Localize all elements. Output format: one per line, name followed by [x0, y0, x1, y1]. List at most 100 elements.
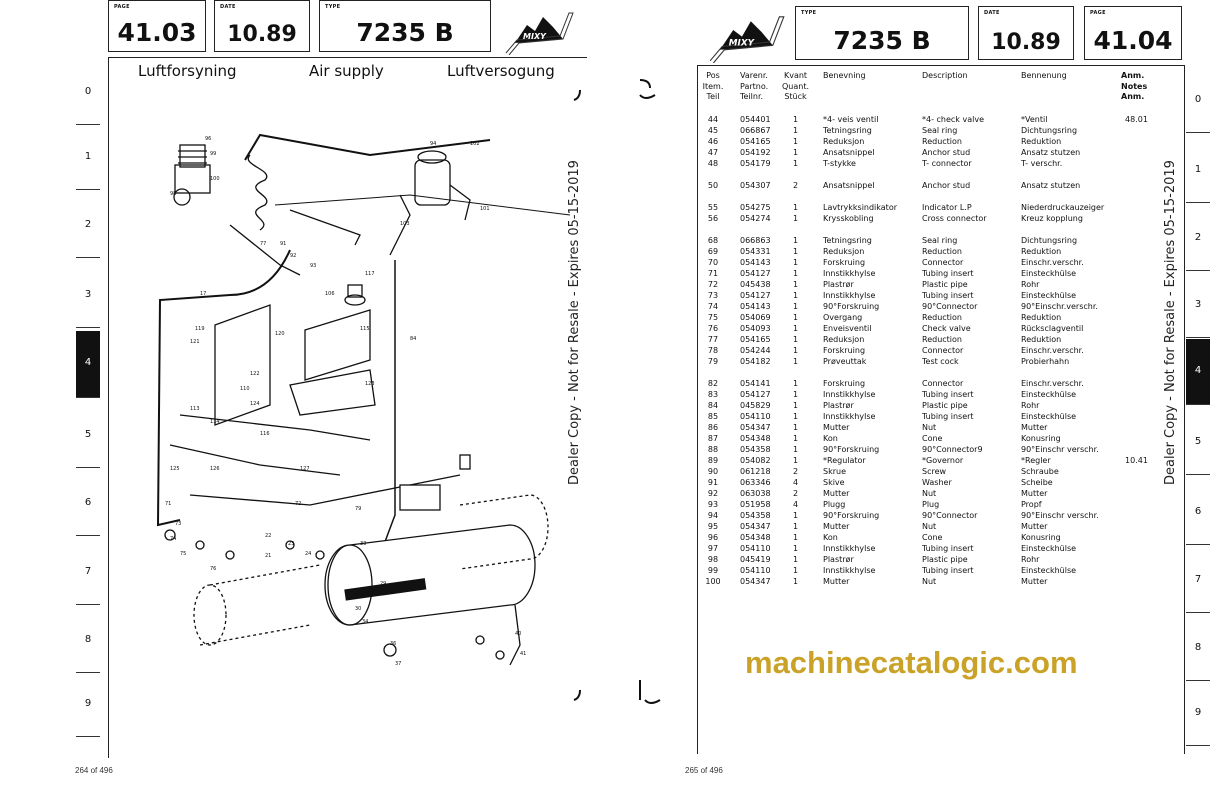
- pos-cell: 73: [707, 291, 719, 300]
- description-cell: Anchor stud: [922, 181, 971, 190]
- tab-4[interactable]: 4: [76, 331, 100, 397]
- tab-divider: [76, 467, 100, 468]
- pos-cell: 71: [707, 269, 719, 278]
- partno-cell: 054274: [740, 214, 771, 223]
- tab-label: 4: [1194, 365, 1202, 376]
- qty-cell: 1: [793, 346, 799, 355]
- bennenung-cell: Probierhahn: [1021, 357, 1070, 366]
- tab-0[interactable]: 0: [84, 86, 92, 97]
- bennenung-cell: Propf: [1021, 500, 1042, 509]
- partno-cell: 054127: [740, 390, 771, 399]
- qty-cell: 1: [793, 522, 799, 531]
- benevning-cell: Mutter: [823, 577, 850, 586]
- tab-8[interactable]: 8: [1194, 642, 1202, 653]
- benevning-cell: Kon: [823, 533, 838, 542]
- tab-5[interactable]: 5: [84, 429, 92, 440]
- fittings-drawing: [164, 529, 505, 660]
- tab-4[interactable]: 4: [1186, 339, 1210, 405]
- benevning-cell: Mutter: [823, 522, 850, 531]
- tab-divider: [1186, 202, 1210, 203]
- tab-divider: [1186, 680, 1210, 681]
- partno-cell: 054244: [740, 346, 771, 355]
- bennenung-cell: Reduktion: [1021, 247, 1062, 256]
- tab-9[interactable]: 9: [84, 698, 92, 709]
- qty-cell: 1: [793, 236, 799, 245]
- bennenung-cell: *Ventil: [1021, 115, 1048, 124]
- compressor-drawing: [173, 133, 571, 246]
- tab-9[interactable]: 9: [1194, 707, 1202, 718]
- tab-divider: [1186, 132, 1210, 133]
- qty-cell: 1: [793, 203, 799, 212]
- bennenung-cell: Reduktion: [1021, 313, 1062, 322]
- pos-cell: 70: [707, 258, 719, 267]
- bennenung-cell: Einsteckhülse: [1021, 390, 1077, 399]
- bennenung-cell: Einsteckhülse: [1021, 269, 1077, 278]
- tab-8[interactable]: 8: [84, 634, 92, 645]
- tab-7[interactable]: 7: [1194, 574, 1202, 585]
- mixy-logo: MIXY: [505, 12, 574, 55]
- qty-cell: 1: [793, 302, 799, 311]
- qty-cell: 1: [793, 214, 799, 223]
- qty-cell: 1: [793, 423, 799, 432]
- callout-number: 84: [410, 336, 416, 342]
- benevning-cell: Innstikkhylse: [823, 291, 876, 300]
- benevning-cell: Skive: [823, 478, 845, 487]
- partno-cell: 051958: [740, 500, 771, 509]
- page-label: PAGE: [1090, 10, 1106, 16]
- description-cell: 90°Connector9: [922, 445, 983, 454]
- pos-cell: 77: [707, 335, 719, 344]
- tab-6[interactable]: 6: [84, 497, 92, 508]
- bennenung-cell: 90°Einschr verschr.: [1021, 511, 1099, 520]
- callout-number: 23: [288, 541, 294, 547]
- partno-cell: 054182: [740, 357, 771, 366]
- tab-2[interactable]: 2: [1194, 232, 1202, 243]
- description-cell: Nut: [922, 423, 937, 432]
- benevning-cell: *4- veis ventil: [823, 115, 879, 124]
- qty-cell: 1: [793, 258, 799, 267]
- date-box: DATE 10.89: [978, 6, 1074, 60]
- tab-divider: [1186, 270, 1210, 271]
- description-cell: Tubing insert: [922, 566, 974, 575]
- tab-6[interactable]: 6: [1194, 506, 1202, 517]
- description-cell: Reduction: [922, 247, 962, 256]
- description-cell: 90°Connector: [922, 302, 978, 311]
- section-title-en: Air supply: [309, 62, 384, 80]
- partno-cell: 054358: [740, 445, 771, 454]
- callout-number: 127: [300, 466, 310, 472]
- tab-5[interactable]: 5: [1194, 436, 1202, 447]
- tab-7[interactable]: 7: [84, 566, 92, 577]
- col-header-notes: Anm. Notes Anm.: [1121, 71, 1148, 101]
- partno-cell: 061218: [740, 467, 771, 476]
- partno-cell: 054165: [740, 335, 771, 344]
- tab-1[interactable]: 1: [1194, 164, 1202, 175]
- partno-cell: 054348: [740, 434, 771, 443]
- tab-2[interactable]: 2: [84, 219, 92, 230]
- pos-cell: 83: [707, 390, 719, 399]
- page-footer: 265 of 496: [685, 766, 723, 775]
- benevning-cell: Forskruing: [823, 346, 866, 355]
- qty-cell: 1: [793, 412, 799, 421]
- bennenung-cell: Reduktion: [1021, 137, 1062, 146]
- air-dryer-drawing: [389, 150, 471, 256]
- partno-cell: 066867: [740, 126, 771, 135]
- callout-number: 91: [280, 241, 286, 247]
- partno-cell: 054348: [740, 533, 771, 542]
- partno-cell: 054358: [740, 511, 771, 520]
- tab-3[interactable]: 3: [84, 289, 92, 300]
- tab-0[interactable]: 0: [1194, 94, 1202, 105]
- tab-divider: [1186, 745, 1210, 746]
- pos-cell: 68: [707, 236, 719, 245]
- tab-3[interactable]: 3: [1194, 299, 1202, 310]
- tab-1[interactable]: 1: [84, 151, 92, 162]
- qty-cell: 1: [793, 357, 799, 366]
- svg-text:MIXY: MIXY: [523, 32, 547, 41]
